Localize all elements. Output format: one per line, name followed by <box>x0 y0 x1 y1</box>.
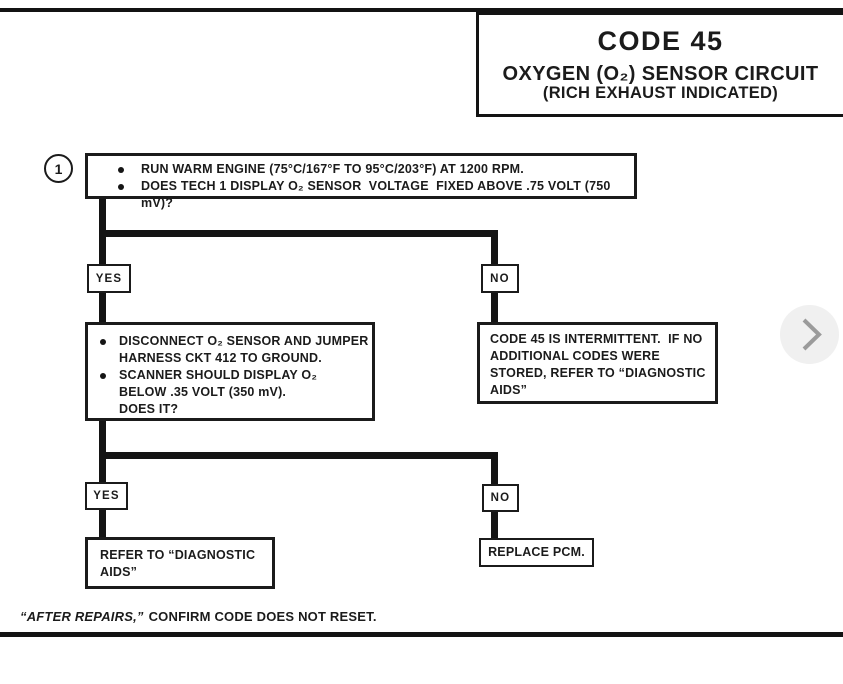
next-page-button[interactable] <box>780 305 839 364</box>
diagnostic-step-box: RUN WARM ENGINE (75°C/167°F TO 95°C/203°… <box>85 153 637 210</box>
flow-connector <box>491 512 498 538</box>
step-instruction-text: RUN WARM ENGINE (75°C/167°F TO 95°C/203°… <box>141 162 524 176</box>
flow-connector <box>491 237 498 265</box>
subtitle: OXYGEN (O₂) SENSOR CIRCUIT <box>502 63 819 85</box>
flow-connector <box>99 230 498 237</box>
bullet-icon <box>100 373 106 379</box>
after-repairs-text: CONFIRM CODE DOES NOT RESET. <box>148 609 377 624</box>
step-instruction: SCANNER SHOULD DISPLAY O₂ BELOW .35 VOLT… <box>100 367 372 418</box>
bullet-icon <box>118 167 124 173</box>
yes-result-box: REFER TO “DIAGNOSTIC AIDS” <box>85 537 275 589</box>
step-number-badge: 1 <box>44 154 73 183</box>
chevron-right-icon <box>780 305 839 364</box>
no-branch-info-box: CODE 45 IS INTERMITTENT. IF NO ADDITIONA… <box>477 322 718 404</box>
step-instruction-text: DISCONNECT O₂ SENSOR AND JUMPER HARNESS … <box>119 334 369 365</box>
bullet-icon <box>118 184 124 190</box>
step-instruction-text: DOES TECH 1 DISPLAY O₂ SENSOR VOLTAGE FI… <box>141 179 615 210</box>
page-top-rule <box>0 8 843 12</box>
step-instruction: DOES TECH 1 DISPLAY O₂ SENSOR VOLTAGE FI… <box>118 178 634 212</box>
no-label-box-2: NO <box>482 484 519 512</box>
title-block: CODE 45 OXYGEN (O₂) SENSOR CIRCUIT (RICH… <box>476 12 843 117</box>
after-repairs-quote: “AFTER REPAIRS,” <box>20 609 144 624</box>
no-label-box-1: NO <box>481 264 519 293</box>
flow-connector <box>99 293 106 323</box>
flow-connector <box>491 293 498 323</box>
yes-label-box-2: YES <box>85 482 128 510</box>
yes-label-box-1: YES <box>87 264 131 293</box>
no-result-box: REPLACE PCM. <box>479 538 594 567</box>
page-bottom-rule <box>0 632 843 637</box>
step-instruction-text: SCANNER SHOULD DISPLAY O₂ BELOW .35 VOLT… <box>119 368 318 416</box>
bullet-icon <box>100 339 106 345</box>
code-title: CODE 45 <box>597 26 724 56</box>
after-repairs-note: “AFTER REPAIRS,” CONFIRM CODE DOES NOT RE… <box>20 609 377 624</box>
step-instruction: DISCONNECT O₂ SENSOR AND JUMPER HARNESS … <box>100 333 372 367</box>
subtitle-secondary: (RICH EXHAUST INDICATED) <box>542 84 779 102</box>
flow-connector <box>99 452 498 459</box>
yes-branch-action-box: DISCONNECT O₂ SENSOR AND JUMPER HARNESS … <box>85 322 375 421</box>
flow-connector <box>99 510 106 538</box>
flow-connector <box>491 459 498 485</box>
step-instruction: RUN WARM ENGINE (75°C/167°F TO 95°C/203°… <box>118 161 634 178</box>
